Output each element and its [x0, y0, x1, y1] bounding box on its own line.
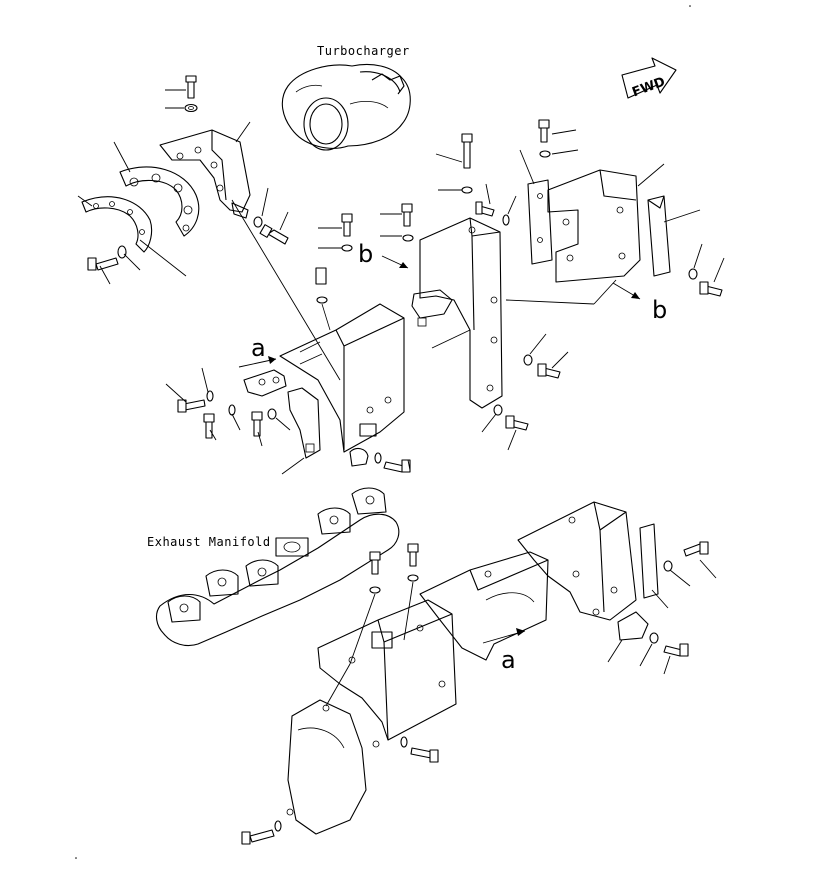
lower-right-cover: [517, 501, 637, 621]
leader-lines-upper-left: [77, 89, 341, 381]
washer-icon: [502, 214, 510, 226]
right-heat-shield: [547, 169, 641, 283]
bolt-icon: [251, 411, 263, 437]
washer-icon: [688, 268, 698, 280]
tall-side-cover: [411, 217, 503, 409]
bolt-icon: [241, 829, 275, 845]
bolt-icon: [410, 747, 439, 763]
exhaust-manifold-label: Exhaust Manifold: [147, 535, 271, 549]
leader-lines-upper-right: [318, 129, 725, 451]
bracket-a: [243, 369, 287, 397]
washer-icon: [253, 216, 263, 228]
narrow-bracket-left: [527, 179, 553, 265]
center-stud-icon: [315, 267, 331, 331]
bolt-icon: [537, 363, 561, 379]
bolt-icon: [369, 551, 381, 575]
washer-icon: [206, 390, 214, 402]
washer-icon: [117, 245, 127, 259]
forward-direction-arrow: FWD: [621, 57, 677, 100]
bolt-icon: [185, 75, 197, 99]
bolt-icon: [663, 643, 689, 657]
washer-icon: [493, 404, 503, 416]
bolt-icon: [475, 201, 495, 217]
leader-lines-mid-left: [165, 367, 411, 475]
lower-large-cover: [317, 599, 457, 748]
washer-icon: [267, 408, 277, 420]
bolt-icon: [87, 257, 119, 271]
washer-icon: [461, 186, 473, 194]
bolt-icon: [177, 399, 206, 413]
bolt-icon: [538, 119, 550, 143]
corner-dot: [689, 5, 691, 7]
leader-lines-lower: [325, 559, 717, 707]
reference-b-right: b: [652, 296, 667, 324]
washer-icon: [228, 404, 236, 416]
reference-a-lower: a: [501, 646, 516, 674]
washer-icon: [184, 103, 198, 113]
bolt-icon: [699, 281, 723, 297]
central-heat-cover: [279, 303, 405, 467]
turbocharger-drawing: [281, 63, 411, 151]
upper-left-heat-shield: [159, 129, 251, 219]
washer-icon: [539, 150, 551, 158]
bolt-icon: [683, 541, 709, 557]
reference-b-left: b: [358, 240, 373, 268]
bolt-icon: [383, 459, 411, 473]
washer-icon: [369, 586, 381, 594]
long-bolt-icon: [461, 133, 473, 169]
bolt-icon: [259, 224, 289, 245]
exhaust-manifold-drawing: [155, 487, 400, 647]
washer-icon: [407, 574, 419, 582]
washer-icon: [374, 452, 382, 464]
washer-icon: [663, 560, 673, 572]
lower-middle-cover: [419, 551, 549, 661]
washer-icon: [523, 354, 533, 366]
washer-icon: [274, 820, 282, 832]
reference-a-upper: a: [251, 334, 266, 362]
lower-right-bracket: [617, 523, 659, 641]
turbocharger-label: Turbocharger: [317, 44, 410, 58]
bolt-icon: [203, 413, 215, 439]
corner-dot: [75, 857, 77, 859]
washer-icon: [649, 632, 659, 644]
washer-icon: [341, 244, 353, 252]
bolt-icon: [341, 213, 353, 237]
bolt-icon: [505, 415, 529, 431]
lower-front-cover: [286, 699, 367, 835]
bolt-icon: [401, 203, 413, 227]
washer-icon: [400, 736, 408, 748]
bolt-icon: [407, 543, 419, 567]
washer-icon: [402, 234, 414, 242]
half-ring-plate: [81, 196, 153, 253]
half-ring-gasket: [119, 166, 200, 237]
bracket-c: [287, 387, 321, 459]
narrow-bracket-right: [647, 195, 671, 277]
